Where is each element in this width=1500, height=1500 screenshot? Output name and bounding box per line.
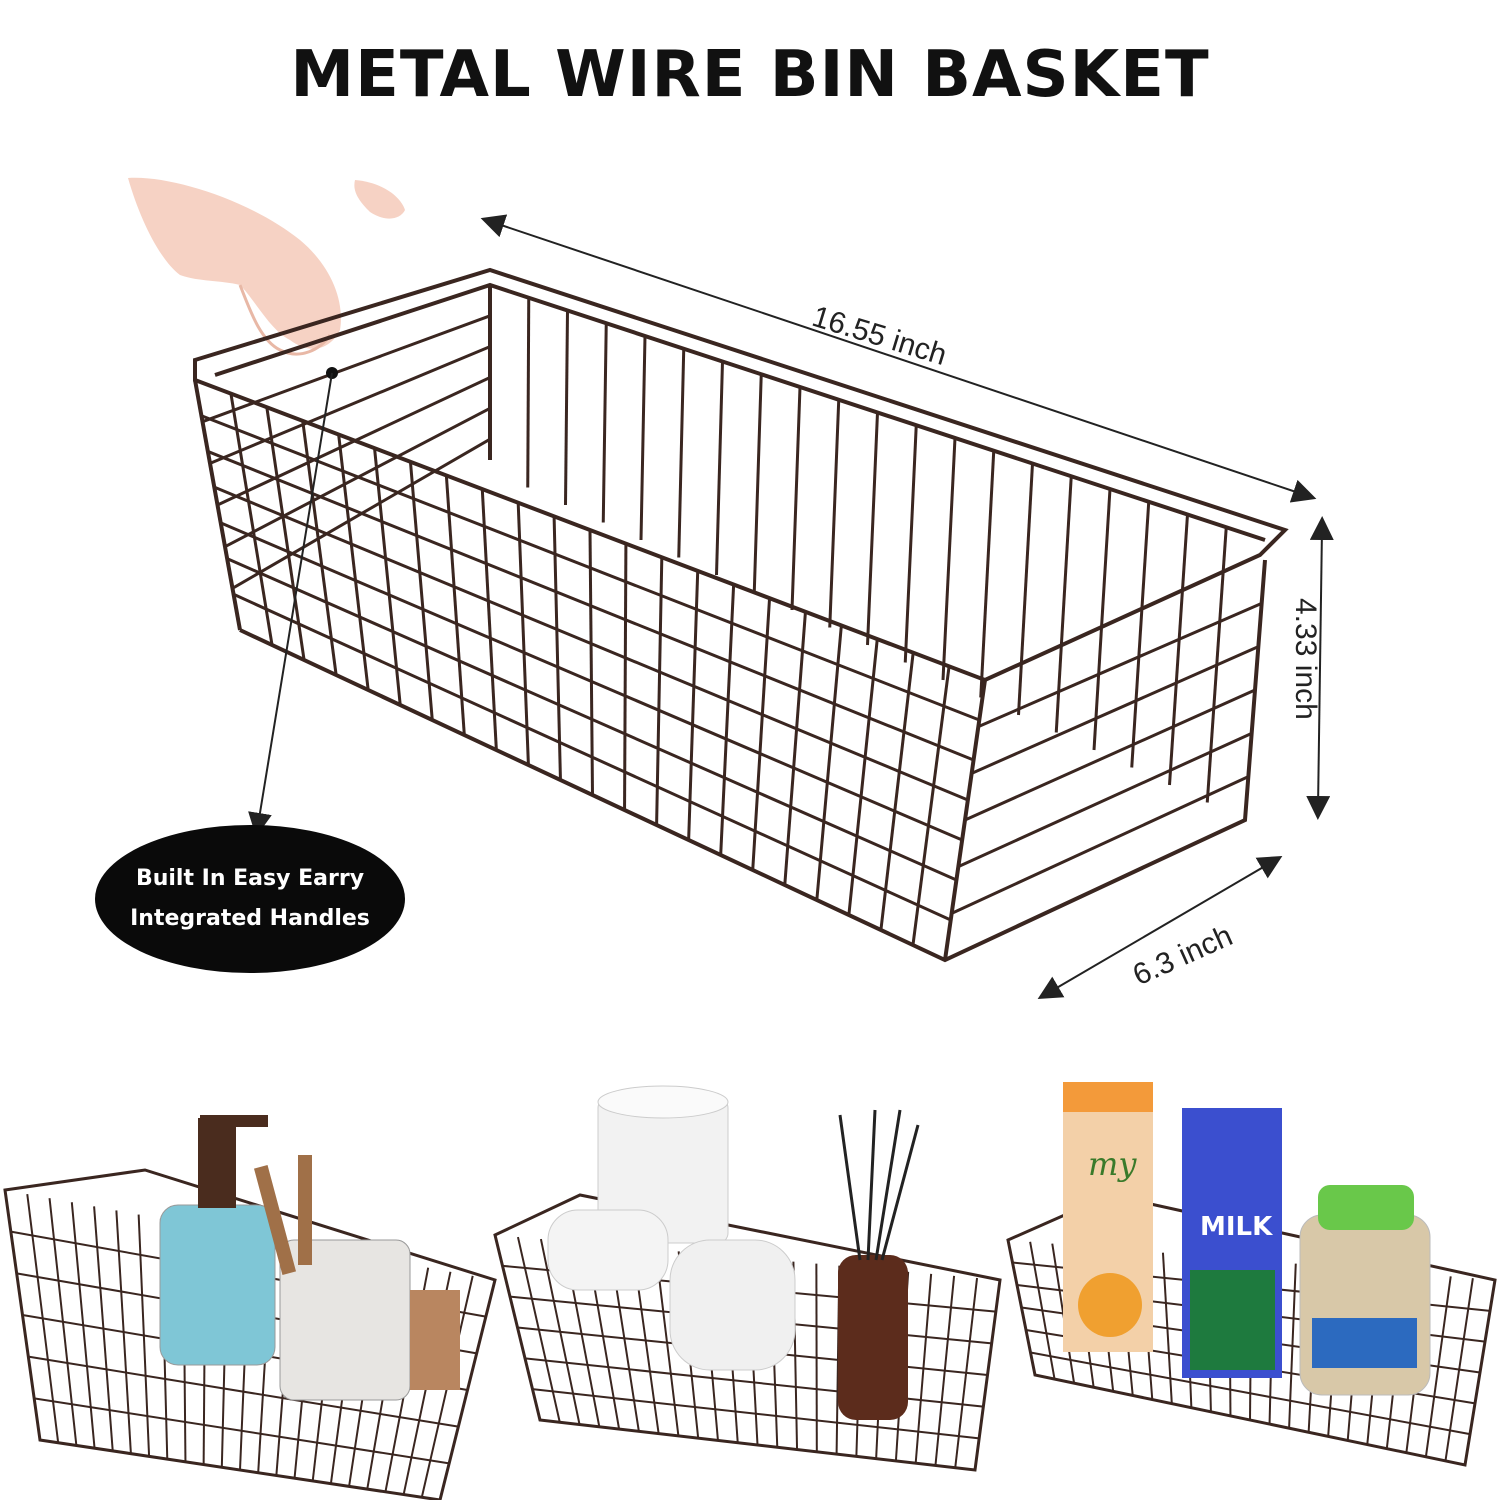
wire-line [866, 412, 879, 646]
wire-line [532, 1388, 980, 1440]
wire-line [1168, 514, 1189, 786]
wire-line [719, 584, 736, 856]
toilet-roll-left [547, 1209, 669, 1291]
wire-line [655, 557, 664, 826]
wire-line [951, 775, 1249, 915]
wire-line [639, 335, 647, 541]
page-title: METAL WIRE BIN BASKET [290, 38, 1210, 112]
height-label: 4.33 inch [1289, 598, 1322, 720]
wire-line [971, 645, 1259, 775]
pump-nozzle [200, 1115, 268, 1127]
toilet-paper-scene [493, 1085, 1002, 1472]
toilet-roll-front [669, 1239, 796, 1371]
callout-line [248, 372, 333, 837]
soap-pump [198, 1118, 236, 1208]
length-arrow [480, 214, 1317, 503]
brush-1 [254, 1165, 296, 1275]
wire-line [213, 485, 969, 802]
wire-line [209, 345, 491, 465]
wire-line [28, 1355, 459, 1428]
wire-line [34, 1397, 450, 1465]
wire-line [220, 521, 963, 842]
badge-line-1: Built In Easy Earry [135, 866, 365, 891]
diffuser-bottle [838, 1255, 908, 1420]
badge-line-2: Integrated Handles [130, 906, 370, 931]
wire-line [941, 437, 957, 681]
nut-jar-lid [1318, 1185, 1414, 1230]
wire-line [224, 407, 491, 548]
wire-line [783, 611, 807, 886]
wire-line [200, 414, 980, 722]
wire-line [408, 461, 434, 721]
wire-line [847, 638, 879, 916]
wire-line [552, 516, 562, 781]
bathroom-scene [3, 1115, 497, 1500]
wire-line [373, 448, 402, 706]
wire-line [790, 386, 802, 611]
wire-line [232, 592, 952, 922]
wire-line [1017, 463, 1034, 716]
wire-line [879, 652, 915, 931]
wire-line [1130, 501, 1151, 768]
wire-line [444, 475, 466, 736]
wire-line [229, 393, 274, 646]
wire-line [601, 323, 608, 523]
wire-line [977, 601, 1263, 729]
wire-line [216, 376, 491, 507]
feature-badge: Built In Easy Earry Integrated Handles [95, 825, 405, 973]
wire-line [687, 570, 700, 841]
wire-line [903, 425, 918, 663]
wire-line [677, 348, 686, 558]
wire-line [526, 297, 531, 488]
wire-line [231, 437, 491, 590]
wire-line [226, 557, 958, 882]
wire-line [715, 361, 724, 576]
wire-line [623, 543, 628, 811]
brush-2 [298, 1155, 312, 1265]
height-arrow [1306, 516, 1334, 820]
wire-line [979, 450, 996, 698]
wire-line [564, 310, 569, 506]
wire-line [337, 434, 370, 691]
wire-line [207, 450, 975, 762]
pantry-scene: my MILK [1006, 1082, 1497, 1467]
juice-label: my [1088, 1145, 1137, 1183]
wire-line [911, 666, 951, 946]
wire-line [301, 420, 338, 676]
hand-illustration [128, 177, 405, 356]
soap-jar [159, 1204, 276, 1366]
wire-line [516, 502, 530, 766]
wire-line [752, 374, 763, 593]
wire-line [265, 407, 306, 661]
card-tag [410, 1290, 460, 1390]
wire-line [815, 625, 843, 901]
wire-line [1054, 476, 1073, 733]
wire-line [964, 688, 1256, 822]
wire-line [588, 529, 594, 796]
milk-label: MILK [1200, 1212, 1273, 1242]
wire-line [751, 598, 772, 871]
wire-line [1030, 1351, 1471, 1436]
wire-line [957, 731, 1253, 869]
width-arrow [1037, 855, 1283, 1000]
wire-line [828, 399, 841, 628]
wire-line [201, 314, 491, 424]
wire-line [1092, 488, 1112, 751]
wire-line [480, 489, 498, 751]
